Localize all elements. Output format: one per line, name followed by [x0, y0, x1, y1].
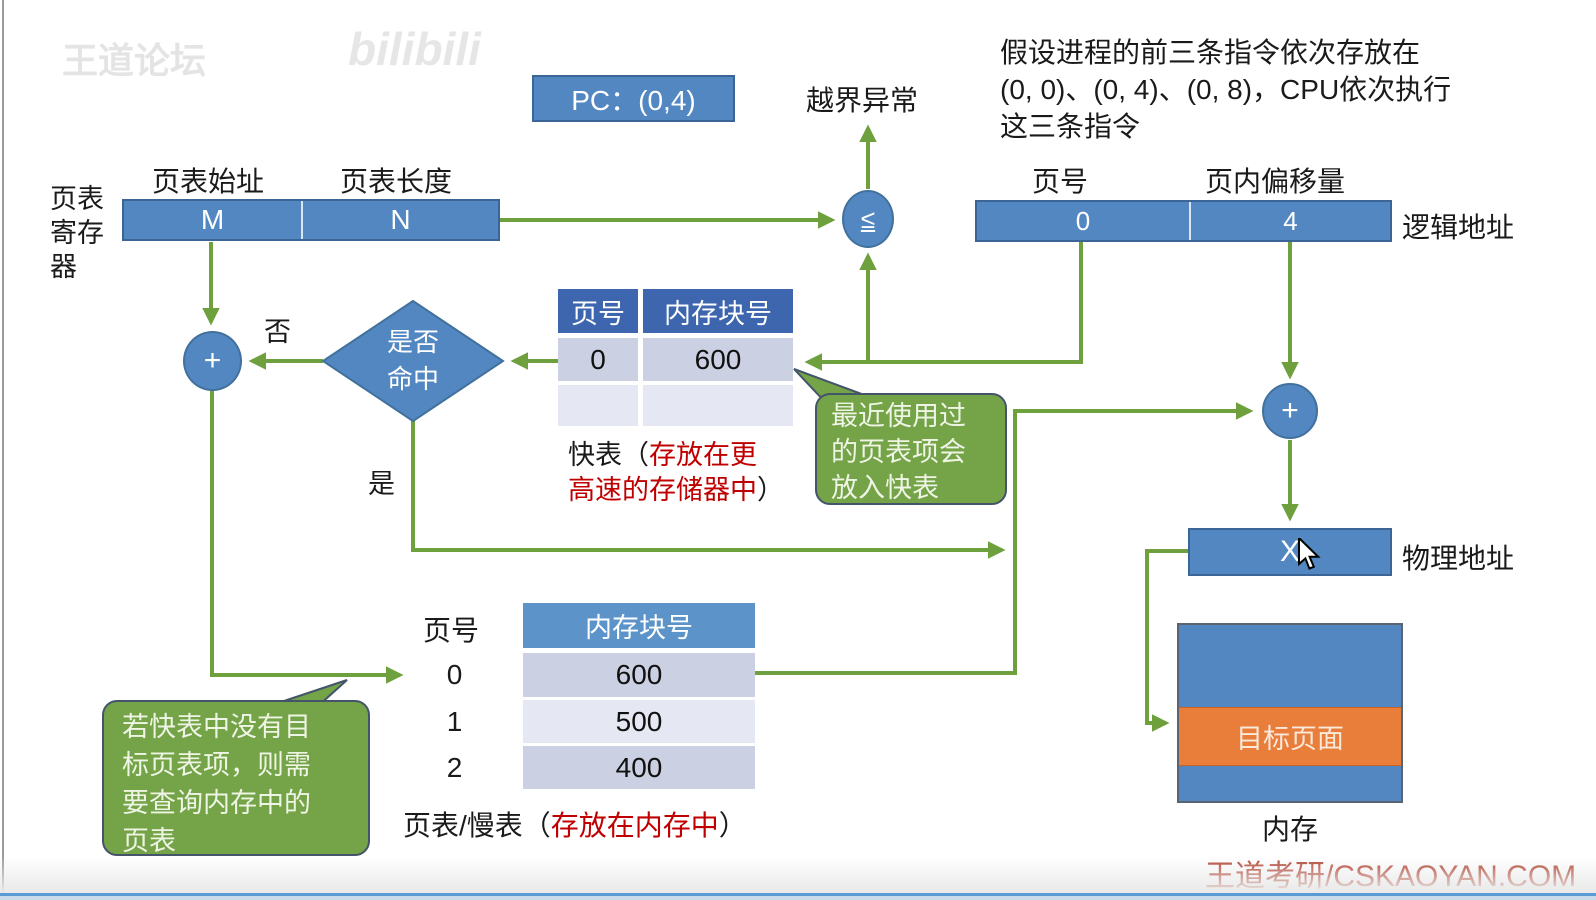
note-line-1: 假设进程的前三条指令依次存放在 [1000, 37, 1421, 68]
ptable-row2-page: 2 [446, 751, 463, 783]
address-add-node-right: + [1262, 383, 1318, 439]
pt-start-label: 页表始址 [152, 166, 265, 197]
pt-start-value: M [200, 204, 225, 235]
logical-address-label: 逻辑地址 [1402, 212, 1515, 243]
tlb-row0-block: 600 [643, 338, 793, 381]
exception-label: 越界异常 [806, 85, 919, 116]
page-table: 内存块号 600 500 400 [523, 603, 755, 789]
pt-register-box: M N [122, 199, 500, 241]
compare-symbol: ≤ [860, 203, 876, 234]
plus-symbol-left: + [203, 344, 222, 377]
plus-symbol-right: + [1281, 394, 1299, 427]
note-line-3: 这三条指令 [1000, 111, 1141, 142]
tlb-caption: 快表（存放在更 高速的存储器中） [568, 438, 784, 508]
pt-length-cell: N [303, 201, 498, 239]
ptable-row0-block: 600 [523, 653, 755, 697]
page-offset-label: 页内偏移量 [1205, 166, 1346, 197]
pc-register-box: PC：(0,4) [532, 75, 735, 122]
bottom-fade [0, 856, 1596, 893]
page-number-value: 0 [1075, 205, 1091, 236]
ptable-row1-block: 500 [523, 700, 755, 743]
ptable-caption-black1: 页表/慢表（ [403, 810, 551, 841]
page-table-caption: 页表/慢表（存放在内存中） [403, 804, 747, 844]
branch-yes-label: 是 [368, 469, 395, 499]
miss-note-line-3: 要查询内存中的 [122, 788, 311, 818]
note-line-2: (0, 0)、(0, 4)、(0, 8)，CPU依次执行 [1000, 74, 1452, 105]
ptable-caption-red: 存放在内存中 [550, 810, 719, 841]
miss-note-line-4: 页表 [122, 826, 176, 856]
logical-address-box: 0 4 [975, 200, 1392, 242]
tlb-note-line-1: 最近使用过 [831, 401, 966, 431]
tlb-note-line-3: 放入快表 [831, 473, 939, 503]
miss-note-bubble: 若快表中没有目 标页表项，则需 要查询内存中的 页表 [102, 700, 370, 856]
pt-length-label: 页表长度 [340, 166, 453, 197]
decision-line-1: 是否 [386, 327, 439, 357]
miss-note-line-1: 若快表中没有目 [122, 712, 311, 742]
left-border-line [2, 0, 4, 900]
tlb-row0-page: 0 [558, 338, 638, 381]
tlb-row1-page [558, 385, 638, 426]
pt-length-value: N [390, 204, 411, 235]
pt-register-label: 页表寄存器 [50, 184, 104, 282]
tlb-caption-black1: 快表（ [568, 440, 649, 470]
tlb-header-page: 页号 [558, 289, 638, 333]
memory-free-top [1179, 625, 1401, 707]
tlb-note-bubble: 最近使用过 的页表项会 放入快表 [815, 393, 1007, 505]
memory-free-bottom [1179, 766, 1401, 801]
ptable-row1-page: 1 [446, 705, 463, 737]
tlb-caption-red1: 存放在更 [649, 440, 757, 470]
instruction-note: 假设进程的前三条指令依次存放在 (0, 0)、(0, 4)、(0, 8)，CPU… [1000, 34, 1451, 145]
address-add-node-left: + [183, 331, 242, 391]
pt-start-cell: M [124, 201, 303, 239]
bilibili-logo: bilibili [348, 23, 481, 75]
tlb-table: 页号 内存块号 0 600 [558, 289, 793, 426]
tlb-note-line-2: 的页表项会 [831, 437, 966, 467]
memory-box: 目标页面 [1177, 623, 1403, 803]
physical-address-box: X [1188, 528, 1392, 576]
ptable-row0-page: 0 [446, 659, 463, 690]
ptable-row2-block: 400 [523, 746, 755, 789]
pc-value: PC：(0,4) [571, 84, 696, 116]
branch-no-label: 否 [264, 317, 291, 347]
watermark-text: 王道论坛 [62, 40, 207, 81]
page-number-label: 页号 [1032, 166, 1089, 197]
tlb-caption-red2: 高速的存储器中 [568, 475, 757, 505]
miss-note-line-2: 标页表项，则需 [122, 750, 311, 780]
bottom-strip [0, 896, 1596, 900]
bottom-blue-line [0, 893, 1596, 896]
page-offset-cell: 4 [1191, 202, 1390, 240]
target-page-label: 目标页面 [1236, 724, 1344, 754]
ptable-page-col-label: 页号 [423, 615, 480, 646]
target-page-block: 目标页面 [1179, 707, 1401, 766]
decision-text: 是否 命中 [353, 324, 473, 398]
page-number-cell: 0 [977, 202, 1191, 240]
bounds-compare-node: ≤ [842, 190, 894, 248]
physical-address-label: 物理地址 [1402, 543, 1515, 574]
decision-diamond [321, 299, 505, 423]
page-offset-value: 4 [1283, 205, 1298, 236]
decision-line-2: 命中 [386, 364, 439, 394]
tlb-header-block: 内存块号 [643, 289, 793, 333]
ptable-header-block: 内存块号 [523, 603, 755, 648]
tlb-caption-black2: ） [757, 475, 784, 505]
tlb-row1-block [643, 385, 793, 426]
physical-address-value: X [1279, 535, 1300, 568]
ptable-caption-black2: ） [718, 810, 747, 841]
memory-label: 内存 [1262, 814, 1319, 845]
mouse-cursor [1298, 538, 1321, 570]
